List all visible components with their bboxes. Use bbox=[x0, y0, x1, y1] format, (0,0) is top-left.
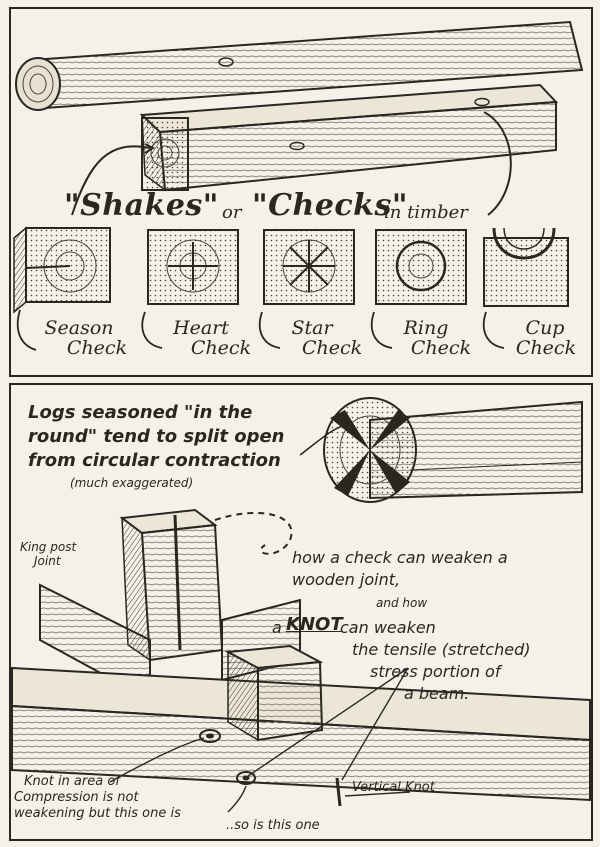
label-heart-line2: Check bbox=[190, 337, 252, 359]
compression-note-line2: Compression is not bbox=[14, 790, 139, 805]
compression-note-line3: weakening but this one is bbox=[14, 806, 181, 821]
and-how-text: and how bbox=[376, 596, 428, 610]
squared-beam-drawing bbox=[139, 83, 559, 192]
long-beam-drawing bbox=[11, 644, 591, 807]
king-post-joint-drawing bbox=[39, 508, 301, 702]
log-callout-curve bbox=[299, 424, 346, 456]
logs-note-line2: round" tend to split open bbox=[28, 426, 285, 447]
label-star-check: Star Check bbox=[262, 318, 362, 358]
star-check-block bbox=[263, 229, 355, 305]
king-post-label-line1: King post bbox=[20, 540, 77, 554]
label-season-check: Season Check bbox=[24, 318, 134, 358]
knot-note-a: a bbox=[272, 618, 282, 637]
logs-note-line1: Logs seasoned "in the bbox=[28, 402, 253, 423]
label-cup-check: Cup Check bbox=[486, 318, 586, 358]
label-heart-check: Heart Check bbox=[146, 318, 256, 358]
compression-note-line1: Knot in area of bbox=[24, 774, 120, 789]
knot-leaders bbox=[109, 667, 411, 813]
label-swooshes bbox=[16, 309, 505, 351]
check-dashed-leader bbox=[214, 512, 293, 555]
season-check-block bbox=[13, 226, 111, 314]
knot-note-line1: can weaken bbox=[340, 618, 436, 637]
title-checks: "Checks" bbox=[252, 188, 408, 223]
cup-check-block bbox=[483, 227, 569, 307]
label-cup-line1: Cup bbox=[525, 317, 565, 339]
so-is-this-one: ..so is this one bbox=[226, 818, 320, 833]
label-season-line2: Check bbox=[66, 337, 128, 359]
knot-note-line2: the tensile (stretched) bbox=[352, 640, 531, 659]
bottom-panel-border bbox=[9, 383, 593, 841]
heart-check-block bbox=[147, 229, 239, 305]
knot-word: KNOT bbox=[286, 614, 343, 635]
label-ring-line1: Ring bbox=[403, 317, 449, 339]
ring-check-block bbox=[375, 229, 467, 305]
title-shakes: "Shakes" bbox=[64, 188, 219, 223]
king-post-label-line2: Joint bbox=[34, 554, 61, 568]
check-note-line2: wooden joint, bbox=[292, 570, 401, 589]
check-blocks bbox=[13, 226, 569, 314]
knot-note-line4: a beam. bbox=[404, 684, 470, 703]
knot-note-line3: stress portion of bbox=[370, 662, 501, 681]
label-cup-line2: Check bbox=[515, 337, 577, 359]
seasoned-log-drawing bbox=[323, 397, 583, 503]
label-star-line1: Star bbox=[291, 317, 333, 339]
top-panel-border bbox=[9, 7, 593, 377]
vertical-knot-label: Vertical Knot bbox=[352, 780, 435, 795]
check-note-line1: how a check can weaken a bbox=[292, 548, 508, 567]
label-heart-line1: Heart bbox=[173, 317, 229, 339]
label-star-line2: Check bbox=[302, 337, 363, 359]
label-season-line1: Season bbox=[44, 317, 114, 339]
title-or: or bbox=[222, 202, 242, 223]
logs-note-exaggerated: (much exaggerated) bbox=[70, 476, 194, 490]
logs-note-line3: from circular contraction bbox=[28, 450, 281, 471]
label-ring-line2: Check bbox=[410, 337, 472, 359]
round-log-drawing bbox=[15, 20, 584, 111]
label-ring-check: Ring Check bbox=[376, 318, 476, 358]
title-in-timber: in timber bbox=[384, 202, 468, 223]
